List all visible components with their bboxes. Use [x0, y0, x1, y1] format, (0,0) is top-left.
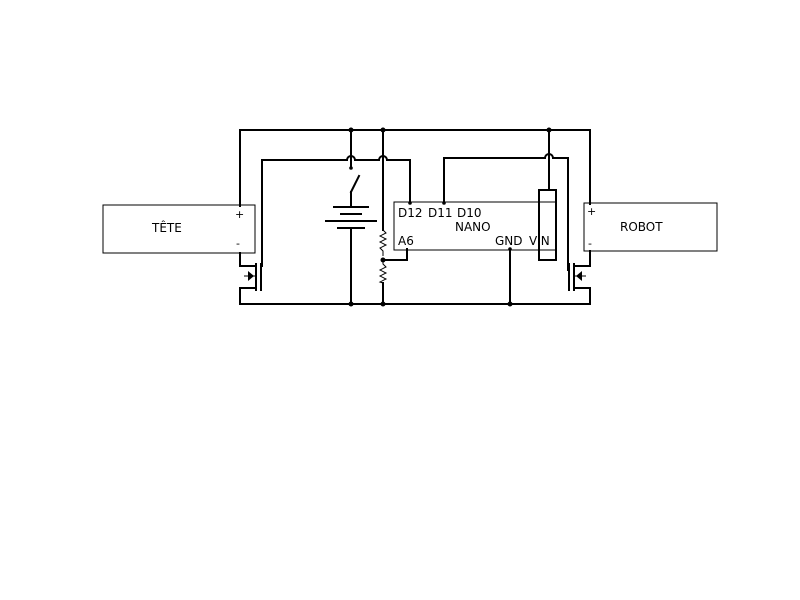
nano-board: D12 D11 D10 NANO A6 GND VIN	[393, 201, 557, 251]
resistor-upper-zigzag	[378, 229, 388, 256]
head-module: TÊTE + -	[102, 204, 256, 254]
pin-a6-label: A6	[398, 234, 414, 248]
head-module-label: TÊTE	[151, 220, 182, 235]
mosfet-arrow-icon	[576, 271, 582, 281]
nano-board-label: NANO	[455, 220, 491, 234]
robot-plus-terminal: +	[587, 205, 596, 218]
robot-minus-terminal: -	[588, 237, 592, 250]
switch-contact	[349, 166, 353, 170]
resistor-lower-zigzag	[378, 260, 388, 284]
robot-gate-wire	[443, 157, 546, 204]
head-minus-terminal: -	[236, 237, 240, 250]
top-positive-rail	[239, 129, 591, 207]
pin-gnd-label: GND	[495, 234, 523, 248]
a6-sense-wire	[382, 248, 408, 261]
robot-module-label: ROBOT	[620, 220, 663, 234]
robot-mosfet	[568, 263, 591, 291]
head-gate-wire-to-d12	[386, 159, 411, 204]
robot-module-box	[583, 202, 718, 252]
head-mosfet	[239, 263, 262, 291]
mosfet-arrow-icon	[248, 271, 254, 281]
wiring	[239, 129, 591, 305]
robot-module: ROBOT + -	[583, 202, 718, 252]
junction-dot	[546, 127, 552, 133]
robot-gate-wire-2	[552, 157, 569, 271]
head-gate-wire	[261, 159, 348, 267]
pin-d12-label: D12	[398, 206, 423, 220]
head-plus-terminal: +	[235, 208, 244, 221]
resistor-lower	[378, 260, 388, 284]
junction-dot	[348, 301, 354, 307]
head-module-box	[102, 204, 256, 254]
pin-d11-label: D11	[428, 206, 453, 220]
power-switch	[349, 166, 361, 194]
junction-dot	[408, 201, 412, 205]
resistor-upper	[378, 229, 388, 256]
junctions	[348, 127, 552, 307]
switch-lever	[349, 174, 361, 194]
junction-dot	[380, 301, 386, 307]
vin-loop-wire	[538, 189, 557, 261]
vin-wire	[538, 129, 550, 250]
battery	[325, 206, 377, 229]
junction-dot	[348, 127, 354, 133]
junction-dot	[508, 247, 512, 251]
junction-dot	[507, 301, 513, 307]
junction-dot	[442, 201, 446, 205]
junction-dot	[380, 257, 386, 263]
junction-dot	[380, 127, 386, 133]
pin-d10-label: D10	[457, 206, 482, 220]
